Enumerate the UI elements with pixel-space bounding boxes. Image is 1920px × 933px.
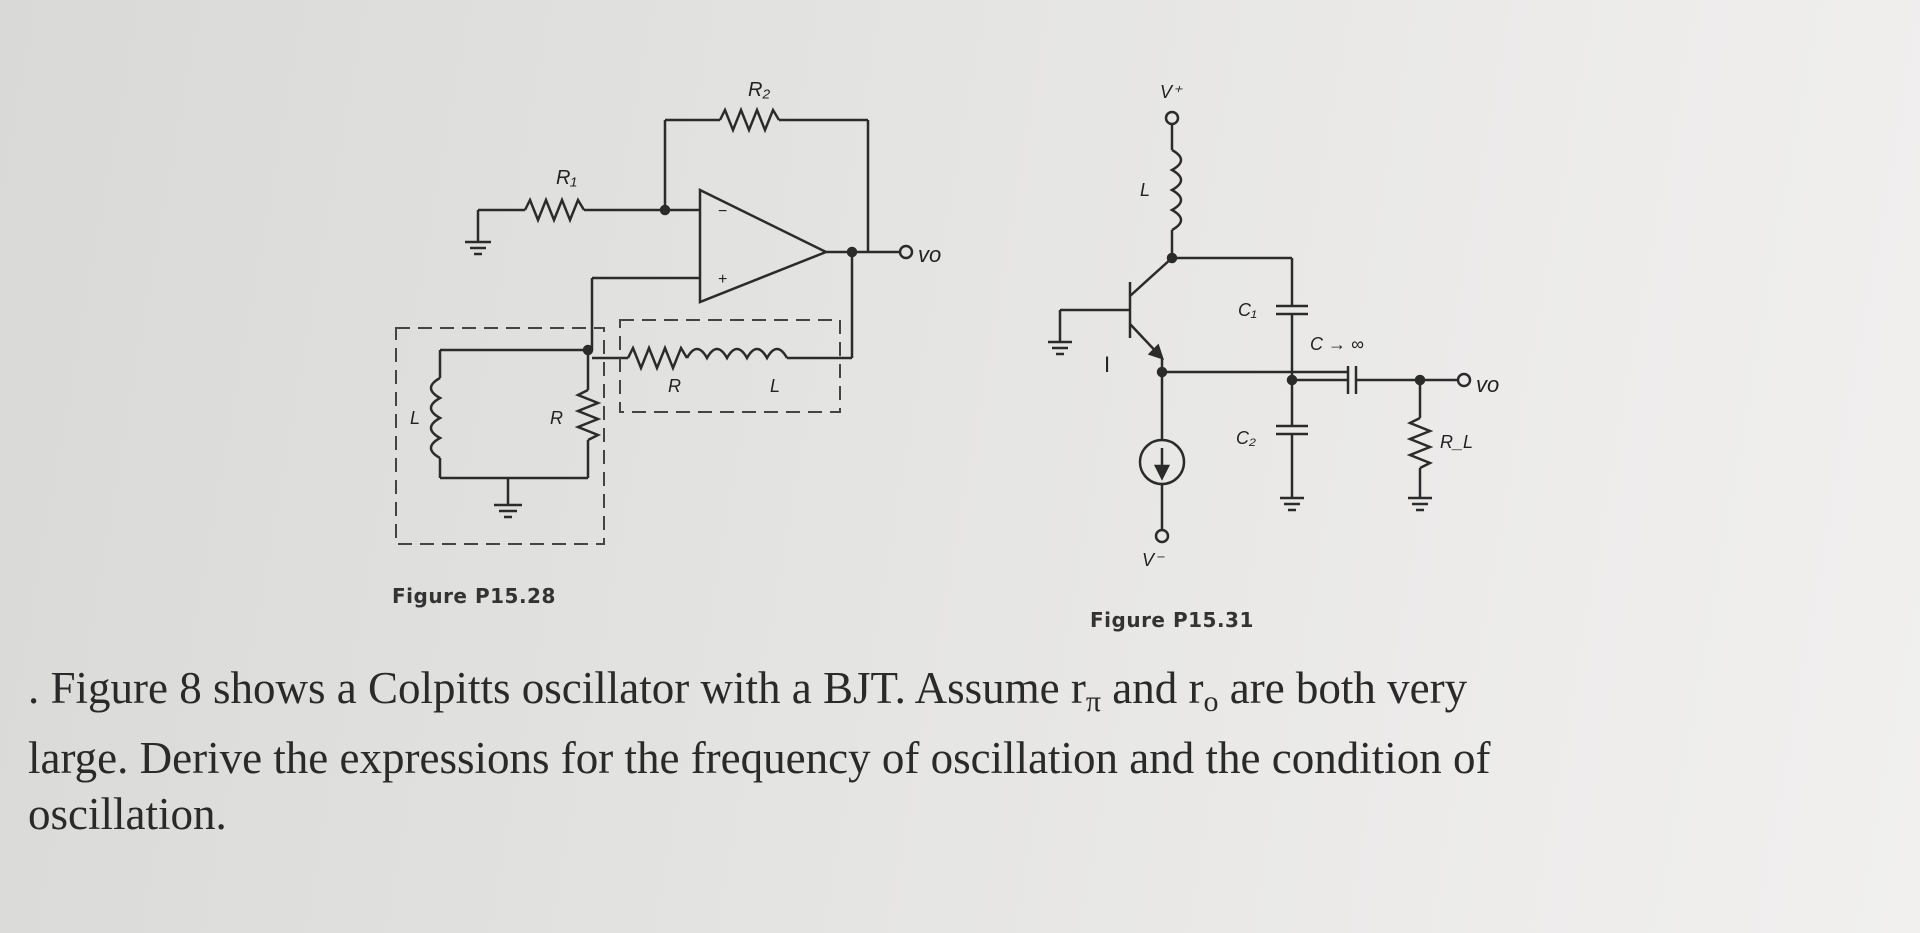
rl-label: R_L (1440, 432, 1473, 452)
l-label-right: L (1140, 180, 1150, 200)
r-o-subscript: o (1203, 685, 1219, 718)
r-pi-subscript: π (1085, 685, 1102, 718)
r-shunt-label: R (550, 408, 563, 428)
question-line-1: . Figure 8 shows a Colpitts oscillator w… (28, 660, 1908, 730)
minus-label: − (718, 203, 727, 220)
vminus-label: V⁻ (1142, 550, 1165, 570)
figure-p15-28-caption: Figure P15.28 (392, 584, 556, 608)
i-label: I (1104, 352, 1110, 377)
question-line-2: large. Derive the expressions for the fr… (28, 733, 1491, 783)
vo-label-left: vo (918, 242, 941, 267)
c1-label: C₁ (1238, 300, 1257, 320)
question-line-1c: are both very (1218, 663, 1468, 713)
r-series-label: R (668, 376, 681, 396)
question-text: . Figure 8 shows a Colpitts oscillator w… (28, 660, 1908, 842)
question-line-1b: and r (1101, 663, 1204, 713)
c2-label: C₂ (1236, 428, 1256, 448)
question-marker: . (28, 663, 40, 713)
vo-label-right: vo (1476, 372, 1499, 397)
r2-label: R₂ (748, 79, 770, 101)
vplus-label: V⁺ (1160, 82, 1183, 102)
question-line-1a: Figure 8 shows a Colpitts oscillator wit… (50, 663, 1086, 713)
plus-label: + (718, 271, 727, 288)
l-shunt-label: L (410, 408, 420, 428)
figure-p15-28-circuit: R₁ R₂ − + vo R L R L (395, 79, 1499, 570)
c-inf-label: C → ∞ (1310, 334, 1364, 354)
figure-p15-31-caption: Figure P15.31 (1090, 608, 1254, 632)
l-series-label: L (770, 376, 780, 396)
question-line-3: oscillation. (28, 789, 227, 839)
r1-label: R₁ (556, 167, 577, 189)
